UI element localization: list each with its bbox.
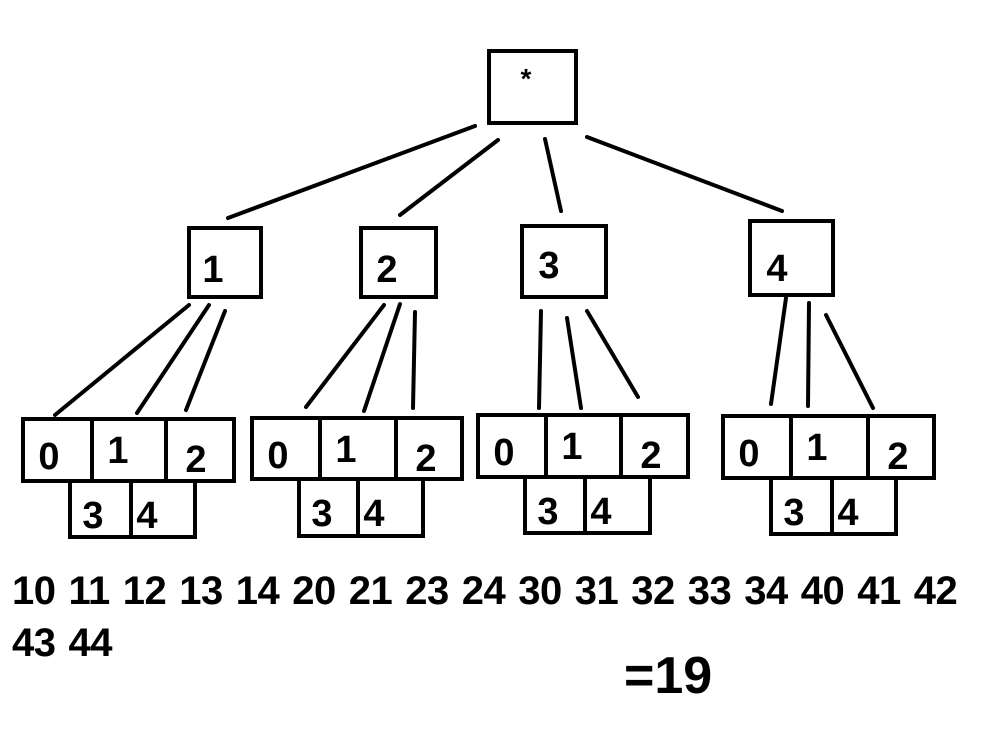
edge-2-to-0	[304, 303, 386, 409]
leaf-value: 43	[12, 621, 56, 665]
leaf-value: 23	[405, 569, 449, 613]
leaf-value: 24	[461, 569, 506, 613]
leaf-value: 40	[800, 569, 845, 613]
cell-label-3-4: 4	[590, 491, 611, 533]
level1-node-2: 2	[359, 226, 438, 299]
cell-label-4-1: 1	[806, 427, 827, 469]
level1-label-4: 4	[766, 248, 787, 290]
result-count: =19	[624, 647, 713, 705]
level1-box-1	[187, 226, 263, 299]
cell-box-1-1	[90, 417, 168, 483]
cell-label-2-2: 2	[415, 438, 436, 480]
cell-box-4-2	[866, 414, 936, 480]
edge-1-to-2	[184, 309, 227, 412]
cell-box-3-3	[523, 475, 587, 535]
leaf-value: 12	[122, 569, 167, 613]
cell-label-3-1: 1	[561, 426, 582, 468]
edge-4-to-1	[806, 301, 811, 408]
level1-label-3: 3	[538, 245, 559, 287]
edge-4-to-2	[824, 313, 875, 410]
cell-label-4-3: 3	[783, 492, 804, 534]
root-box	[487, 49, 578, 125]
leaf-value: 33	[687, 569, 732, 613]
leaf-value: 21	[348, 569, 393, 613]
root-node: *	[487, 49, 578, 125]
cell-box-3-1	[544, 413, 623, 479]
cell-box-3-4	[583, 475, 652, 535]
edge-3-to-1	[565, 316, 583, 410]
level1-box-2	[359, 226, 438, 299]
level1-node-4: 4	[748, 219, 835, 297]
level1-box-3	[520, 224, 608, 299]
cell-label-4-0: 0	[738, 433, 759, 475]
leaf-value: 34	[744, 569, 788, 613]
leaf-value: 30	[518, 569, 562, 613]
cell-label-2-3: 3	[311, 493, 332, 535]
edge-root-to-4	[585, 135, 784, 213]
leaf-value: 41	[857, 569, 901, 613]
cell-box-3-2	[619, 413, 690, 479]
edge-root-to-3	[543, 137, 563, 213]
cell-label-1-3: 3	[82, 495, 103, 537]
level1-box-4	[748, 219, 835, 297]
cell-label-1-4: 4	[136, 495, 157, 537]
edge-root-to-2	[398, 138, 500, 217]
leaf-value: 13	[179, 569, 223, 613]
cell-label-1-0: 0	[38, 436, 59, 478]
cell-box-1-2	[164, 417, 236, 483]
cell-label-1-2: 2	[185, 439, 206, 481]
level1-node-1: 1	[187, 226, 263, 299]
cell-box-1-0	[21, 417, 94, 483]
level1-edges	[53, 296, 875, 417]
leaf-value: 14	[235, 569, 280, 613]
leaf-value: 44	[68, 621, 113, 665]
leaf-value: 42	[913, 569, 958, 613]
cell-box-4-4	[830, 476, 898, 536]
cell-label-3-0: 0	[493, 432, 514, 474]
cell-label-3-3: 3	[537, 491, 558, 533]
edge-4-to-0	[769, 296, 788, 406]
edge-root-to-1	[226, 124, 477, 220]
cell-box-4-3	[769, 476, 834, 536]
level1-label-2: 2	[376, 249, 397, 291]
cell-label-1-1: 1	[107, 430, 128, 472]
edge-2-to-2	[411, 310, 417, 410]
level1-node-3: 3	[520, 224, 608, 299]
cell-label-2-0: 0	[267, 435, 288, 477]
cell-label-4-2: 2	[887, 436, 908, 478]
root-edges	[226, 124, 784, 220]
edge-1-to-0	[53, 303, 191, 417]
leaf-value: 31	[574, 569, 619, 613]
leaf-value: 10	[12, 569, 56, 613]
cell-label-2-4: 4	[363, 493, 384, 535]
edge-3-to-2	[585, 309, 640, 399]
cell-box-1-4	[129, 479, 197, 539]
leaf-value: 11	[68, 569, 111, 613]
edge-2-to-1	[362, 302, 402, 413]
level1-label-1: 1	[202, 249, 223, 291]
cell-box-2-2	[394, 416, 464, 481]
cell-box-4-1	[789, 414, 870, 480]
edge-3-to-0	[537, 309, 543, 410]
cell-box-2-4	[356, 477, 425, 538]
cell-label-2-1: 1	[335, 429, 356, 471]
cell-box-2-1	[318, 416, 398, 481]
leaf-value: 20	[292, 569, 336, 613]
leaf-value: 32	[631, 569, 675, 613]
root-label: *	[521, 63, 532, 94]
edge-1-to-1	[135, 303, 211, 415]
cell-label-4-4: 4	[837, 492, 858, 534]
cell-box-4-0	[721, 414, 793, 480]
cell-label-3-2: 2	[640, 435, 661, 477]
